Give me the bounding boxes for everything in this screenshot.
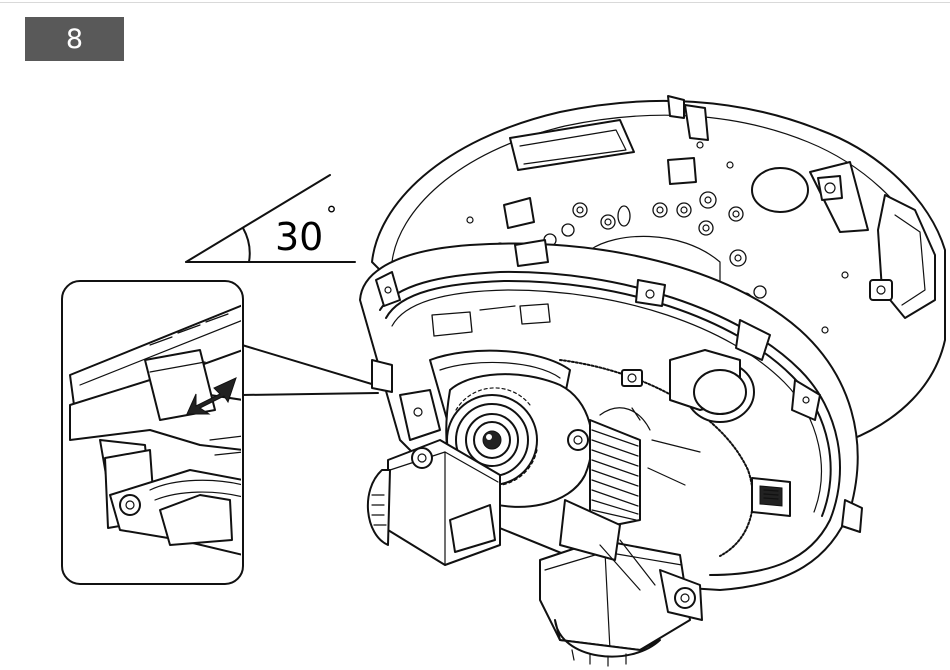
dome-camera-icon <box>359 95 946 667</box>
camera-module-bottom <box>539 499 703 667</box>
angle-arc <box>242 227 251 263</box>
camera-module-left <box>366 439 501 566</box>
angle-indicator: 30 ° <box>185 174 356 263</box>
magnified-detail-icon <box>61 280 244 585</box>
angle-degree-symbol: ° <box>326 203 337 228</box>
header-rule <box>0 2 950 3</box>
step-number-badge: 8 <box>25 17 124 61</box>
arrow-left-icon <box>186 377 237 415</box>
callout-connector <box>241 344 379 396</box>
angle-value-label: 30 <box>275 215 323 259</box>
ethernet-port <box>751 477 791 517</box>
coil-cable <box>589 407 651 531</box>
base-ring-inner <box>379 270 841 576</box>
angle-tilt-line <box>185 174 331 263</box>
mounting-plate-rim <box>391 114 926 263</box>
plate-sticker <box>751 167 809 213</box>
